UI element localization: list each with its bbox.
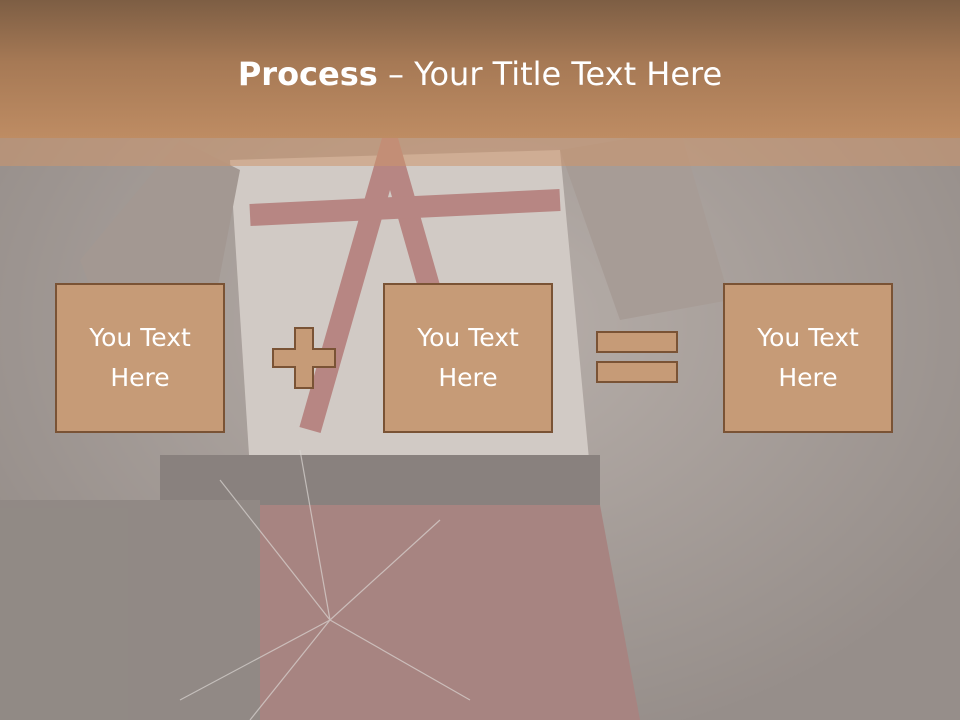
process-box-2-label: You Text Here bbox=[417, 323, 519, 392]
process-box-1-label: You Text Here bbox=[89, 323, 191, 392]
process-box-1[interactable]: You Text Here bbox=[55, 283, 225, 433]
process-box-2[interactable]: You Text Here bbox=[383, 283, 553, 433]
plus-icon bbox=[272, 327, 336, 389]
equals-icon bbox=[596, 331, 678, 383]
title-bold: Process bbox=[237, 55, 378, 93]
process-box-3[interactable]: You Text Here bbox=[723, 283, 893, 433]
title-bar bbox=[0, 0, 960, 138]
title-strip bbox=[0, 138, 960, 166]
title-rest: – Your Title Text Here bbox=[377, 55, 723, 93]
process-box-3-label: You Text Here bbox=[757, 323, 859, 392]
slide-title[interactable]: Process – Your Title Text Here bbox=[0, 52, 960, 96]
